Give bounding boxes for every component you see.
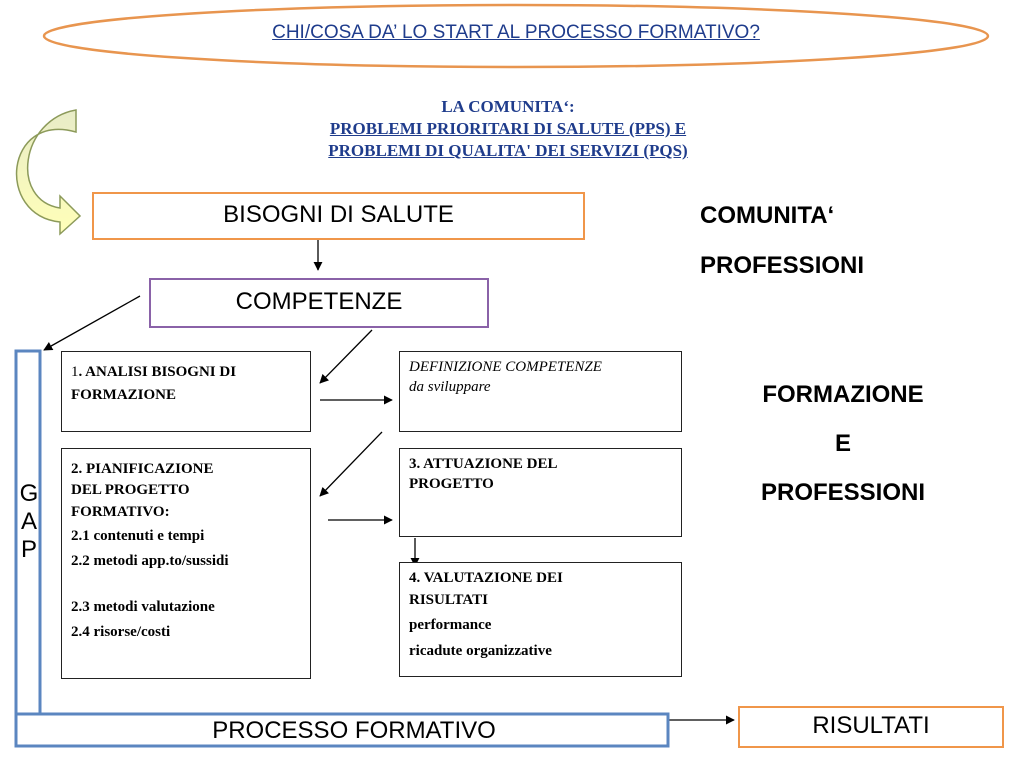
node-risultati: RISULTATI [738,706,1004,748]
label-comunita: COMUNITA‘ [700,202,835,229]
node-processo-label: PROCESSO FORMATIVO [212,717,496,744]
node-pianificazione-line-6: 2.3 metodi valutazione [71,598,215,615]
page-title: CHI/COSA DA’ LO START AL PROCESSO FORMAT… [272,22,760,43]
node-definizione-line-2: da sviluppare [409,378,491,395]
node-valutazione-line-4: ricadute organizzative [409,642,552,659]
node-valutazione-line-3: performance [409,616,492,633]
node-analisi-line-1: 1. ANALISI BISOGNI DI [71,364,237,380]
subtitle-block: LA COMUNITA‘: PROBLEMI PRIORITARI DI SAL… [200,96,816,162]
subtitle-line-1: LA COMUNITA‘: [441,97,575,116]
node-pianificazione-line-1: 2. PIANIFICAZIONE [71,461,214,477]
gap-label: G A P [16,480,42,564]
label-formazione: FORMAZIONE [762,381,924,408]
node-analisi-line-2: FORMAZIONE [71,386,176,403]
node-bisogni: BISOGNI DI SALUTE [92,192,585,240]
node-attuazione-line-1: 3. ATTUAZIONE DEL [409,456,558,472]
label-professioni: PROFESSIONI [700,252,865,279]
node-competenze-label: COMPETENZE [235,288,403,315]
node-definizione-line-1: DEFINIZIONE COMPETENZE [409,359,602,375]
node-pianificazione-line-3: FORMATIVO: [71,503,170,520]
gap-letter-p: P [20,536,37,563]
subtitle-line-2: PROBLEMI PRIORITARI DI SALUTE (PPS) E [329,119,687,139]
node-pianificazione-line-4: 2.1 contenuti e tempi [71,527,205,544]
arrow-to-gap [43,295,141,351]
node-valutazione-line-2: RISULTATI [409,591,488,608]
node-definizione: DEFINIZIONE COMPETENZE da sviluppare [399,351,682,432]
title-oval [42,3,990,69]
arrow-definizione-pianificazione [319,431,383,497]
curved-arrow-icon [15,109,82,236]
node-valutazione: 4. VALUTAZIONE DEI RISULTATI performance… [399,562,682,677]
node-valutazione-line-1: 4. VALUTAZIONE DEI [409,570,563,586]
node-pianificazione-line-7: 2.4 risorse/costi [71,624,171,641]
gap-letter-g: G [19,480,39,507]
node-attuazione: 3. ATTUAZIONE DEL PROGETTO [399,448,682,537]
node-analisi: 1. ANALISI BISOGNI DI FORMAZIONE [61,351,311,432]
subtitle-line-3: PROBLEMI DI QUALITA' DEI SERVIZI (PQS) [328,141,688,161]
node-bisogni-label: BISOGNI DI SALUTE [223,201,454,228]
node-pianificazione-line-5: 2.2 metodi app.to/sussidi [71,553,229,570]
node-competenze: COMPETENZE [149,278,489,328]
label-e: E [834,430,851,457]
gap-letter-a: A [20,508,37,535]
node-risultati-label: RISULTATI [812,712,930,739]
label-formazione-block: FORMAZIONE E PROFESSIONI [738,370,948,517]
arrow-competenze-analisi [319,329,373,384]
gap-frame [14,349,670,748]
node-attuazione-line-2: PROGETTO [409,475,494,492]
label-professioni-2: PROFESSIONI [760,479,926,506]
node-pianificazione-line-2: DEL PROGETTO [71,482,190,498]
node-pianificazione: 2. PIANIFICAZIONE DEL PROGETTO FORMATIVO… [61,448,311,679]
